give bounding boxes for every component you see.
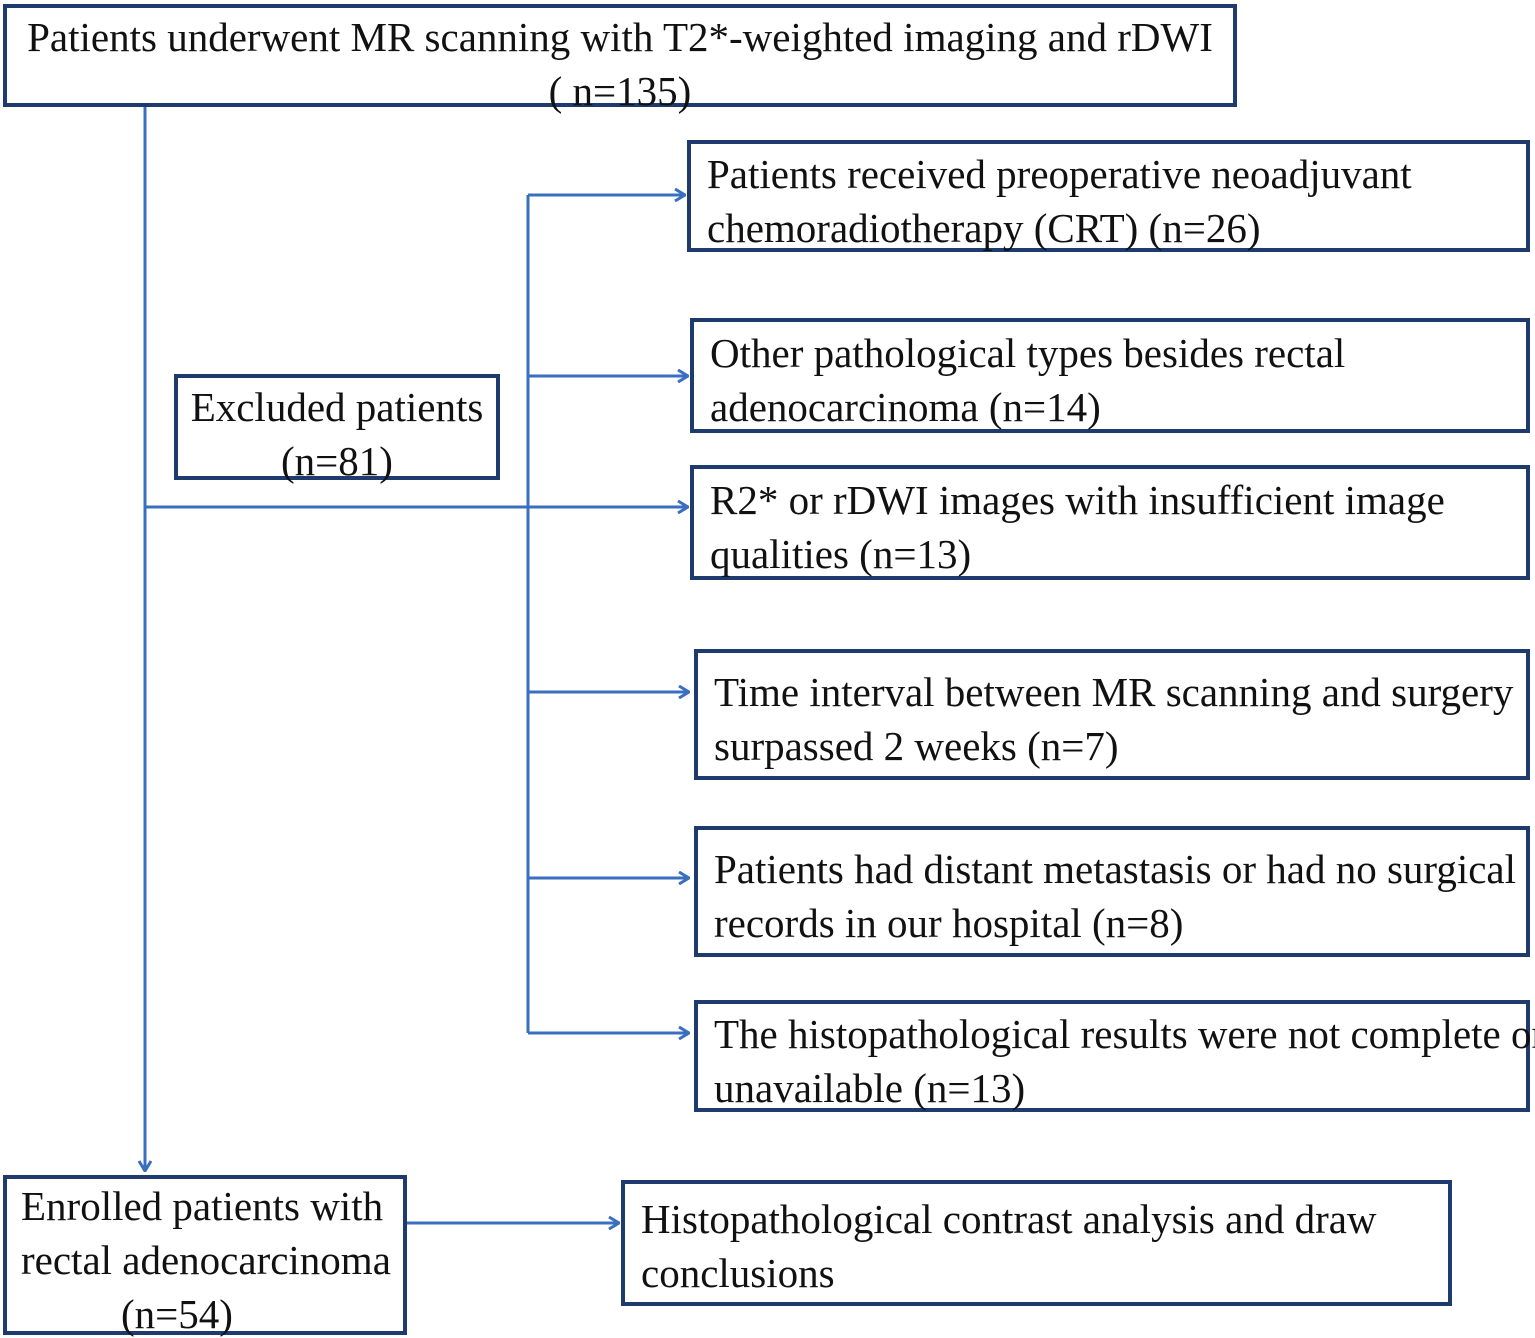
enrolled-patients-box: Enrolled patients with rectal adenocarci… — [3, 1175, 407, 1337]
exclusion-crt-line1: Patients received preoperative neoadjuva… — [707, 151, 1412, 197]
initial-patients-line1: Patients underwent MR scanning with T2*-… — [27, 14, 1213, 60]
exclusion-time-interval-line2: surpassed 2 weeks (n=7) — [714, 723, 1119, 769]
enrolled-patients-line3: (n=54) — [121, 1291, 233, 1337]
initial-patients-box: Patients underwent MR scanning with T2*-… — [3, 4, 1237, 114]
exclusion-image-quality-line2: qualities (n=13) — [710, 531, 972, 577]
exclusion-metastasis-line1: Patients had distant metastasis or had n… — [714, 846, 1517, 892]
exclusion-crt-box: Patients received preoperative neoadjuva… — [687, 140, 1530, 252]
analysis-line1: Histopathological contrast analysis and … — [641, 1196, 1377, 1242]
exclusion-other-types-line2: adenocarcinoma (n=14) — [710, 384, 1101, 430]
exclusion-crt-line2: chemoradiotherapy (CRT) (n=26) — [707, 205, 1261, 251]
exclusion-histopathology-line2: unavailable (n=13) — [714, 1065, 1026, 1111]
exclusion-time-interval-line1: Time interval between MR scanning and su… — [714, 669, 1514, 715]
exclusion-histopathology-box: The histopathological results were not c… — [694, 1000, 1535, 1112]
enrolled-patients-line1: Enrolled patients with — [21, 1183, 384, 1229]
exclusion-metastasis-box: Patients had distant metastasis or had n… — [694, 826, 1530, 957]
excluded-patients-box: Excluded patients (n=81) — [174, 374, 500, 484]
exclusion-time-interval-box: Time interval between MR scanning and su… — [694, 649, 1530, 780]
exclusion-histopathology-line1: The histopathological results were not c… — [714, 1011, 1535, 1057]
analysis-line2: conclusions — [641, 1250, 835, 1296]
initial-patients-line2: ( n=135) — [548, 68, 692, 114]
exclusion-image-quality-line1: R2* or rDWI images with insufficient ima… — [710, 477, 1445, 523]
exclusion-other-types-box: Other pathological types besides rectal … — [690, 318, 1530, 433]
analysis-box: Histopathological contrast analysis and … — [621, 1180, 1452, 1306]
exclusion-other-types-line1: Other pathological types besides rectal — [710, 330, 1346, 376]
excluded-patients-line2: (n=81) — [281, 438, 393, 484]
enrolled-patients-line2: rectal adenocarcinoma — [21, 1237, 391, 1283]
exclusion-metastasis-line2: records in our hospital (n=8) — [714, 900, 1184, 946]
excluded-patients-line1: Excluded patients — [190, 384, 484, 430]
exclusion-image-quality-box: R2* or rDWI images with insufficient ima… — [690, 465, 1530, 580]
